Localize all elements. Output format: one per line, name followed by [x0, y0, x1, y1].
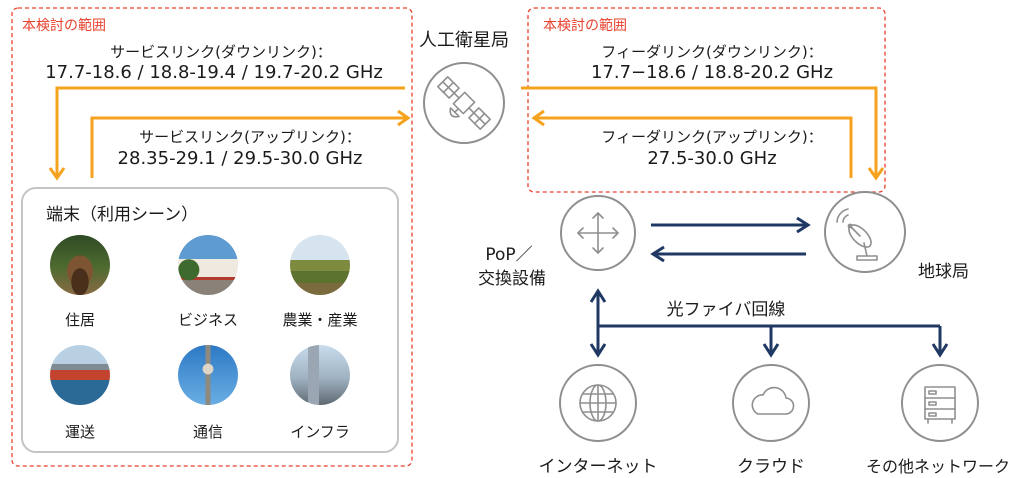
satellite-arm-left [453, 92, 460, 99]
feeder-downlink-arrowhead [867, 167, 885, 181]
satellite-circle [423, 62, 505, 144]
arrow-down-head [592, 247, 604, 254]
scope-label-right: 本検討の範囲 [543, 18, 627, 34]
scene-label-infrastructure: インフラ [290, 423, 350, 441]
feeder-uplink-label: フィーダリンク(アップリンク)： [601, 128, 823, 146]
four-way-arrows-icon [577, 212, 619, 254]
arrow-left-head [577, 227, 584, 239]
fiber-line-label: 光ファイバ回線 [666, 300, 786, 320]
service-downlink-arrowhead [48, 167, 66, 181]
satellite-antenna-mast [454, 107, 460, 113]
feeder-uplink-arrow-line [536, 116, 853, 178]
scope-box-feeder-side [527, 7, 886, 193]
service-uplink-frequency: 28.35-29.1 / 29.5-30.0 GHz [117, 148, 363, 169]
feeder-downlink-arrow-line [521, 86, 878, 176]
other-network-label: その他ネットワーク [865, 457, 1010, 476]
tower-photo [178, 345, 238, 405]
dish-rim [848, 224, 872, 248]
pop-vertical-arrowhead-up [589, 288, 607, 303]
house-photo [50, 235, 110, 295]
feeder-uplink-frequency: 27.5-30.0 GHz [647, 148, 777, 169]
scene-label-communication: 通信 [192, 423, 224, 441]
satellite-arm-right [468, 107, 475, 114]
dish-base [856, 255, 878, 261]
satellite-antenna-dish [449, 107, 460, 118]
scope-box-terminal-side [11, 7, 413, 467]
service-downlink-arrow-line [55, 86, 405, 176]
cloud-circle [732, 364, 810, 442]
dish-feed-arm [850, 226, 861, 237]
service-uplink-arrowhead [397, 109, 411, 127]
server-slot [928, 412, 937, 417]
arrow-up-head [592, 212, 604, 219]
fiber-branch-cloud-arrowhead [762, 343, 780, 358]
solar-panel-grid-line [441, 80, 455, 94]
satellite-station-label: 人工衛星局 [419, 30, 509, 51]
ground-station-label: 地球局 [918, 262, 969, 282]
globe-icon [579, 384, 617, 422]
dish-stand [863, 242, 868, 257]
server-frame [924, 386, 956, 420]
pop-label-line1: PoP／ [485, 245, 533, 265]
scene-label-transport: 運送 [64, 423, 96, 441]
satellite-icon [437, 76, 491, 130]
signal-wave-inner [842, 214, 849, 223]
feeder-downlink-label: フィーダリンク(ダウンリンク)： [601, 43, 823, 61]
infrastructure-photo [290, 345, 350, 405]
scope-label-left: 本検討の範囲 [22, 18, 106, 34]
server-slot [928, 401, 937, 406]
pop-label-line2: 交換設備 [478, 269, 546, 289]
feeder-uplink-arrowhead [531, 109, 545, 127]
service-uplink-arrow-line [90, 116, 406, 178]
cloud-icon [751, 386, 795, 415]
terminal-box-title: 端末（利用シーン） [46, 205, 199, 225]
pop-to-ground-arrowhead [796, 216, 811, 234]
pop-vertical-arrowhead-down [589, 343, 607, 358]
ground-to-pop-arrowhead [650, 245, 665, 263]
fiber-branch-other-arrowhead [931, 343, 949, 358]
server-icon [924, 386, 956, 424]
scene-label-business: ビジネス [177, 311, 239, 329]
satellite-dish-icon [836, 208, 878, 261]
service-uplink-label: サービスリンク(アップリンク)： [139, 128, 361, 146]
ship-photo [50, 345, 110, 405]
internet-label: インターネット [538, 457, 658, 477]
arrow-right-head [612, 227, 619, 239]
service-downlink-label: サービスリンク(ダウンリンク)： [110, 43, 332, 61]
dish-feed-horn [847, 223, 853, 229]
server-slot [928, 390, 937, 395]
service-downlink-frequency: 17.7-18.6 / 18.8-19.4 / 19.7-20.2 GHz [45, 62, 383, 83]
other-network-circle [901, 364, 979, 442]
cloud-label: クラウド [737, 457, 805, 477]
scene-label-agriculture: 農業・産業 [282, 311, 358, 329]
signal-wave-outer [836, 208, 849, 223]
scene-label-residence: 住居 [64, 311, 96, 329]
farm-photo [290, 235, 350, 295]
business-photo [178, 235, 238, 295]
solar-panel-grid-line [473, 112, 487, 126]
feeder-downlink-frequency: 17.7−18.6 / 18.8-20.2 GHz [590, 62, 834, 83]
